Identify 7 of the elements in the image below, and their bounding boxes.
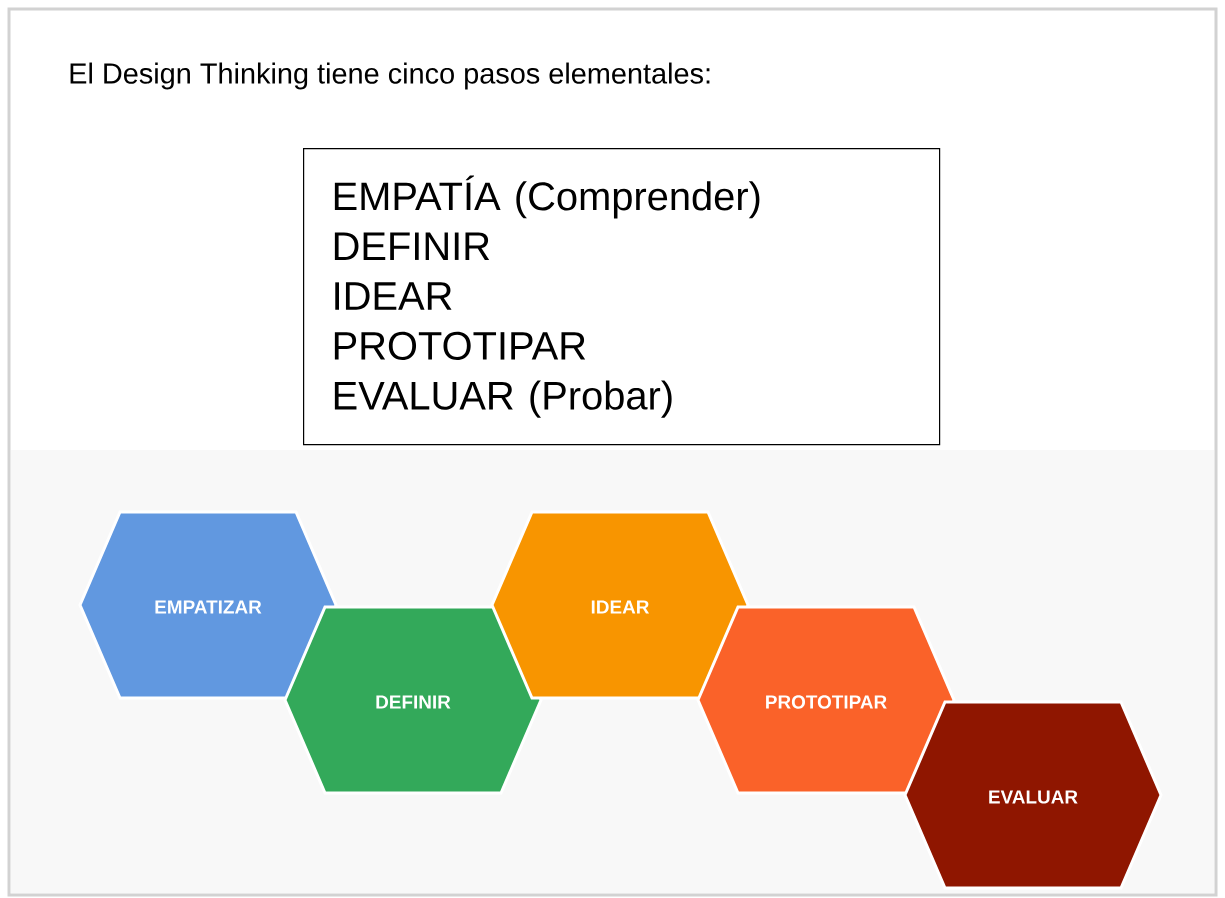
hexagon: EMPATIZAR <box>78 510 338 700</box>
hexagon: EVALUAR <box>903 700 1163 890</box>
hexagon: DEFINIR <box>283 605 543 795</box>
hexagon: IDEAR <box>490 510 750 700</box>
hexagon: PROTOTIPAR <box>696 605 956 795</box>
title: El Design Thinking tiene cinco pasos elementales: <box>70 62 710 90</box>
step-list-box: EMPATÍA (Comprender) DEFINIR IDEAR PROTOTIPAR EVALUAR (Probar) <box>303 148 941 446</box>
